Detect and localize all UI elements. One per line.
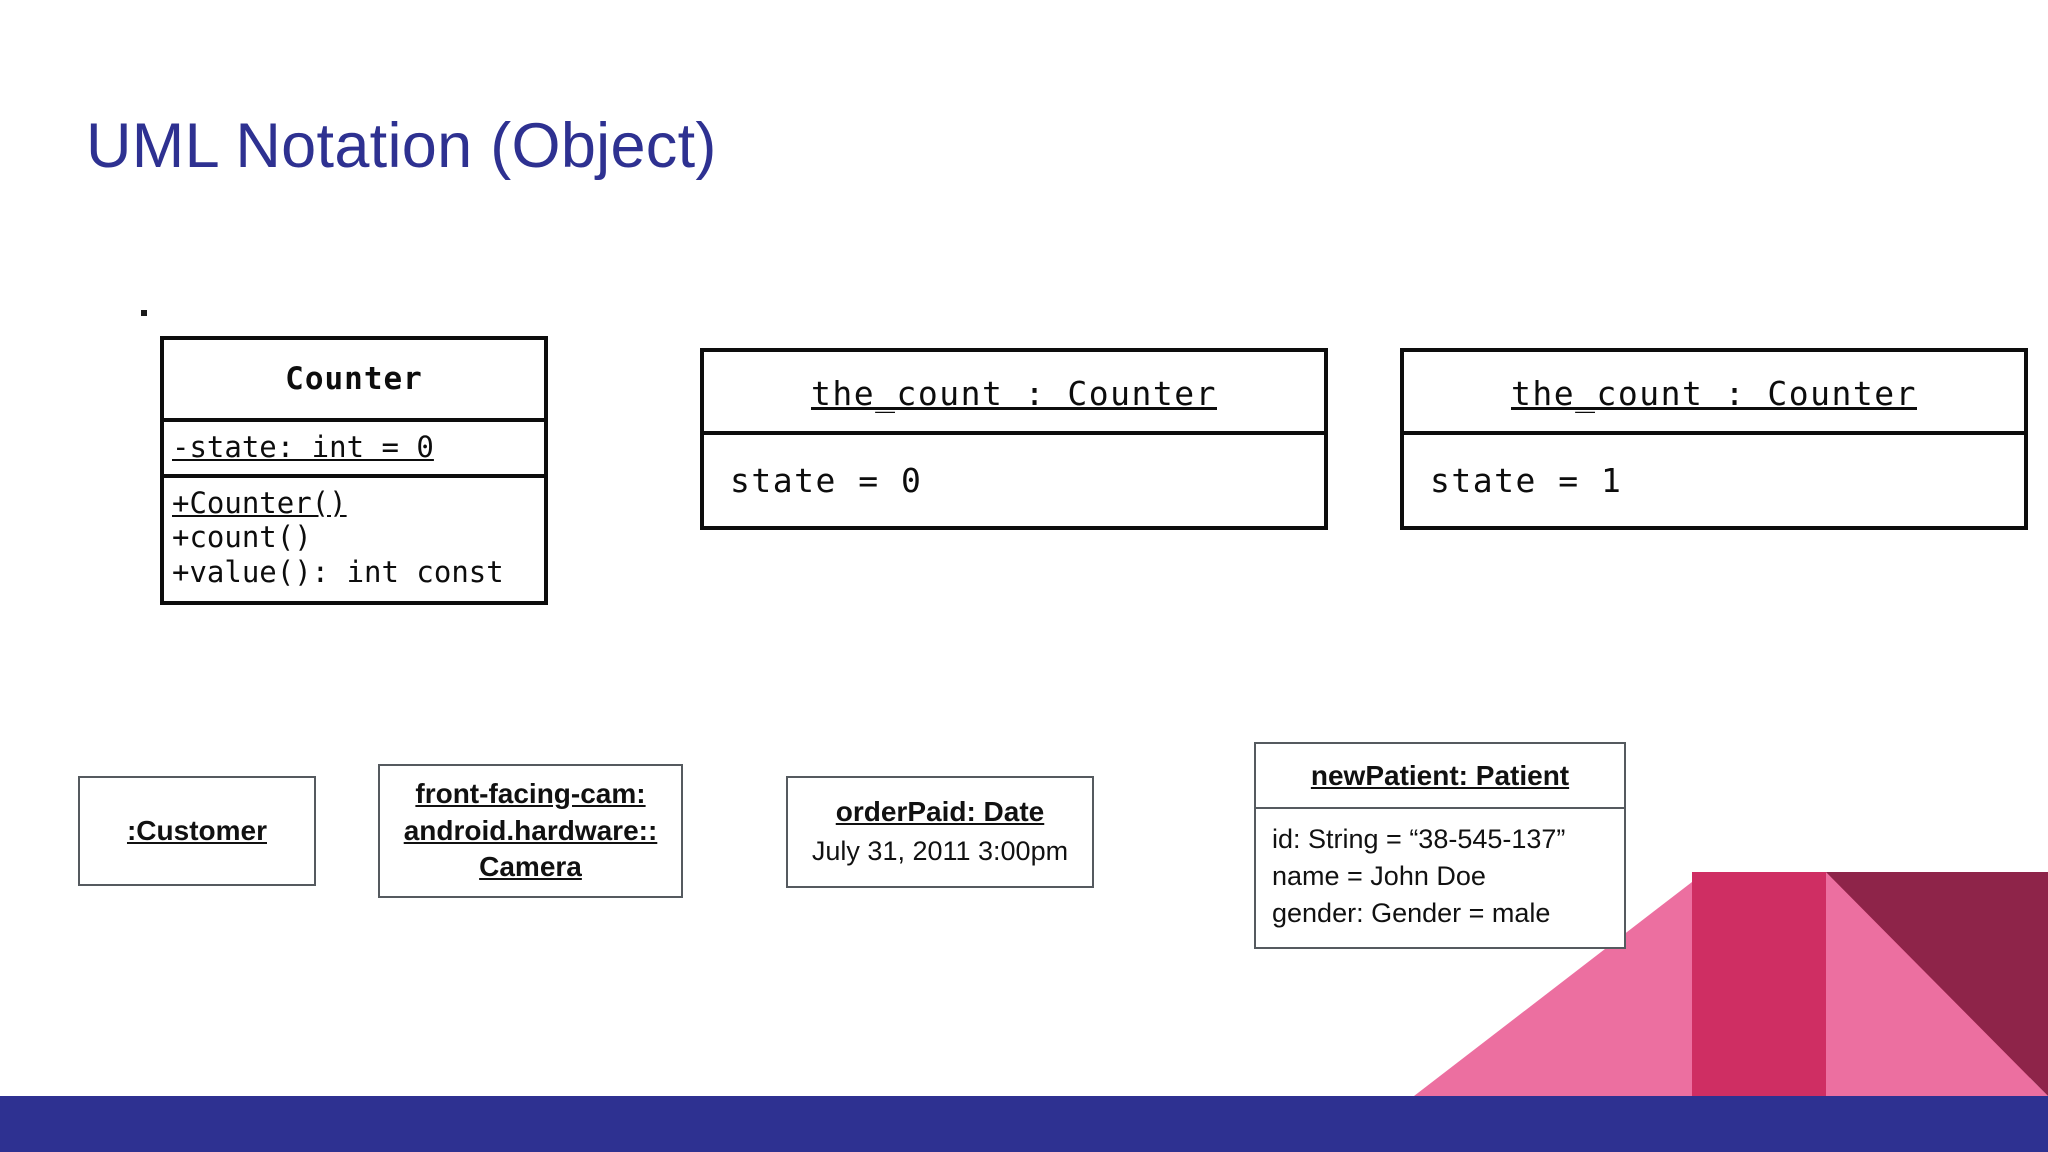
object-slot: name = John Doe bbox=[1272, 861, 1486, 892]
object-name-compartment: the_count : Counter bbox=[704, 352, 1324, 431]
object-slots-compartment: id: String = “38-545-137” name = John Do… bbox=[1256, 806, 1624, 947]
class-attribute: -state: int = 0 bbox=[172, 430, 434, 464]
object-name-label: the_count : Counter bbox=[1511, 374, 1917, 413]
object-slot: state = 0 bbox=[730, 461, 923, 500]
class-name-compartment: Counter bbox=[285, 361, 423, 397]
uml-object-box-the-count-0: the_count : Counter state = 0 bbox=[700, 348, 1328, 530]
class-operation: +count() bbox=[172, 520, 312, 555]
object-slots-compartment: state = 1 bbox=[1404, 431, 2024, 526]
object-slot: state = 1 bbox=[1430, 461, 1623, 500]
uml-object-box-new-patient: newPatient: Patient id: String = “38-545… bbox=[1254, 742, 1626, 949]
uml-class-box-counter: Counter -state: int = 0 +Counter() +coun… bbox=[160, 336, 548, 605]
object-name-compartment: orderPaid: Date bbox=[836, 794, 1045, 831]
object-name-compartment: front-facing-cam: android.hardware:: Cam… bbox=[398, 776, 664, 887]
object-slot: id: String = “38-545-137” bbox=[1272, 823, 1566, 854]
class-attributes-compartment: -state: int = 0 bbox=[164, 418, 544, 474]
object-name-compartment: the_count : Counter bbox=[1404, 352, 2024, 431]
class-operation: +value(): int const bbox=[172, 554, 504, 589]
uml-object-box-order-paid: orderPaid: Date July 31, 2011 3:00pm bbox=[786, 776, 1094, 888]
object-slot: July 31, 2011 3:00pm bbox=[811, 835, 1069, 866]
object-name-label: :Customer bbox=[126, 814, 267, 846]
object-slot: gender: Gender = male bbox=[1272, 898, 1551, 929]
object-name-compartment: newPatient: Patient bbox=[1256, 744, 1624, 807]
object-name-label-line3: Camera bbox=[479, 851, 582, 883]
uml-object-box-customer: :Customer bbox=[78, 776, 316, 886]
footer-bar bbox=[0, 1096, 2048, 1152]
object-slots-compartment: state = 0 bbox=[704, 431, 1324, 526]
object-name-label-line2: android.hardware:: bbox=[403, 814, 658, 846]
object-name-label: newPatient: Patient bbox=[1310, 760, 1570, 791]
stray-dot-artifact bbox=[141, 310, 147, 316]
object-name-compartment: :Customer bbox=[127, 813, 267, 850]
uml-object-box-the-count-1: the_count : Counter state = 1 bbox=[1400, 348, 2028, 530]
class-operation: +Counter() bbox=[172, 486, 347, 521]
object-name-label: the_count : Counter bbox=[811, 374, 1217, 413]
uml-object-box-front-facing-cam: front-facing-cam: android.hardware:: Cam… bbox=[378, 764, 683, 898]
object-name-label-line1: front-facing-cam: bbox=[415, 777, 646, 809]
object-name-label: orderPaid: Date bbox=[835, 795, 1045, 827]
class-operations-compartment: +Counter() +count() +value(): int const bbox=[164, 474, 544, 601]
page-title: UML Notation (Object) bbox=[86, 111, 717, 181]
